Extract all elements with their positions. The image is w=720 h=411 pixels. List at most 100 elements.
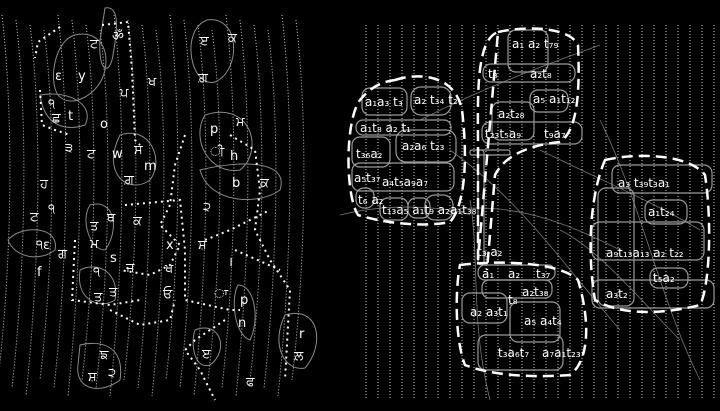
- cluster-item-label: t₃₇: [536, 267, 551, 281]
- glyph-label: ੲ: [199, 34, 209, 49]
- cluster-item-label: a₇a₁t₂₃: [542, 346, 581, 360]
- glyph-label: ਥ: [106, 211, 116, 226]
- cluster-item-label: a₂a₆ t₂₃: [402, 139, 445, 153]
- blob: [199, 111, 253, 171]
- blob: [233, 284, 256, 341]
- glyph-label: ਟ: [86, 147, 96, 162]
- glyph-label: ਖ: [164, 262, 174, 277]
- glyph-label: ਤ: [108, 285, 118, 300]
- cluster-item-label: a₂ t₃₄ t₂: [414, 93, 458, 107]
- guide-line: [179, 19, 193, 389]
- cluster-item-label: a₅ a₄t₄: [524, 314, 562, 328]
- cluster-item-label: a₂ a₃t₁: [470, 305, 508, 319]
- glyph-label: ε: [55, 69, 62, 84]
- cluster-item-label: t₁₃a₅ a₁t₉ a₂a₁t₃₈: [382, 203, 477, 217]
- guide-line: [263, 29, 277, 389]
- glyph-label: ੲ: [201, 347, 211, 362]
- dotted-path: [204, 209, 281, 271]
- glyph-label: ਮ: [89, 237, 99, 252]
- glyph-label: ਸ਼: [197, 238, 207, 253]
- dotted-path: [119, 134, 186, 277]
- cluster-item-label: a₁a₃ t₃: [365, 95, 403, 109]
- blob: [192, 327, 222, 367]
- glyph-label: ਫ: [245, 375, 255, 390]
- glyph-label: n: [238, 316, 246, 331]
- cluster-item-label: a₂t₈: [530, 67, 552, 81]
- glyph-label: ਓ: [162, 286, 173, 302]
- cluster-item-label: a₂: [508, 267, 520, 281]
- guide-line: [151, 29, 165, 397]
- glyph-label: r: [299, 327, 305, 342]
- guide-line: [0, 14, 11, 367]
- guide-line: [53, 14, 67, 389]
- glyph-label: ਕ: [227, 31, 238, 46]
- cluster-item-label: a₂t₂₈: [498, 107, 525, 121]
- blob: [7, 229, 56, 258]
- glyph-label: ੧ε: [36, 238, 50, 253]
- blob: [278, 312, 318, 369]
- cluster-item-label: t₂₃t₅a₉: [485, 127, 521, 141]
- cluster-item-label: a₃t₂: [606, 287, 628, 301]
- glyph-label: ੧: [93, 265, 100, 280]
- dotted-path: [34, 26, 71, 136]
- dotted-path: [183, 319, 226, 401]
- glyph-label: ੩: [65, 141, 73, 156]
- glyph-label: ਟ: [29, 210, 39, 225]
- cluster-item-label: t₆ a₂: [358, 193, 384, 207]
- glyph-label: ਜ: [125, 261, 135, 276]
- blob: [77, 342, 122, 389]
- right-panel-boxes: [351, 29, 715, 371]
- cluster-item-label: a₃ t₃₉t₃a₁: [618, 176, 670, 190]
- glyph-label: p: [210, 122, 218, 137]
- blob: [85, 203, 114, 251]
- cluster-item-label: a₄t₅a₉a₇: [382, 175, 428, 189]
- glyph-label: m: [144, 159, 157, 174]
- dotted-path: [109, 299, 176, 327]
- glyph-label: ਪ: [119, 86, 129, 101]
- cluster-item-label: t₃ a₂: [477, 245, 503, 259]
- glyph-label: x: [166, 238, 174, 253]
- glyph-label: ਗ਼: [197, 71, 209, 86]
- glyph-label: f: [37, 265, 42, 280]
- left-panel-blobs: [7, 7, 318, 389]
- guide-line: [291, 19, 305, 381]
- glyph-label: ਤ: [93, 290, 103, 305]
- glyph-label: ੨: [203, 200, 211, 215]
- blob: [113, 132, 157, 186]
- glyph-label: ਛ: [51, 111, 61, 126]
- guide-line: [67, 19, 81, 397]
- cluster-item-label: a₁t₂₄: [648, 205, 675, 219]
- glyph-label: ਙ: [99, 348, 109, 363]
- cluster-outline: [476, 27, 580, 271]
- guide-line: [11, 19, 25, 389]
- right-panel-clusters: [347, 27, 711, 378]
- cluster-item-label: t₃a₆t₇: [498, 346, 529, 360]
- guide-line: [95, 29, 109, 389]
- blob: [199, 163, 282, 200]
- blob: [53, 33, 107, 102]
- glyph-label: ਸ: [133, 143, 143, 158]
- glyph-label: b: [232, 176, 240, 191]
- glyph-label: ਹ: [39, 177, 49, 192]
- glyph-label: ਗ਼: [123, 173, 135, 188]
- cluster-item-label: t₅a₂: [653, 271, 675, 285]
- glyph-label: ਮ: [235, 115, 245, 130]
- glyph-label: ਗ: [57, 247, 68, 262]
- cluster-outline: [589, 154, 711, 314]
- guide-line: [165, 14, 179, 381]
- glyph-label: ਕ: [132, 214, 143, 229]
- glyph-label: ੀ: [210, 145, 225, 160]
- cluster-item-label: t₈: [508, 293, 518, 307]
- right-panel-guide-lines: [365, 25, 715, 400]
- glyph-label: ਾ: [214, 287, 229, 302]
- glyph-label: ਤ: [89, 219, 99, 234]
- cluster-item-label: a₅ a₁t₁₂: [533, 92, 576, 106]
- glyph-label: ॐ: [112, 29, 124, 44]
- glyph-label: ੨: [108, 366, 116, 381]
- guide-line: [221, 14, 235, 389]
- guide-line: [109, 14, 123, 397]
- cluster-item-label: a₁: [482, 267, 494, 281]
- glyph-label: o: [100, 117, 108, 132]
